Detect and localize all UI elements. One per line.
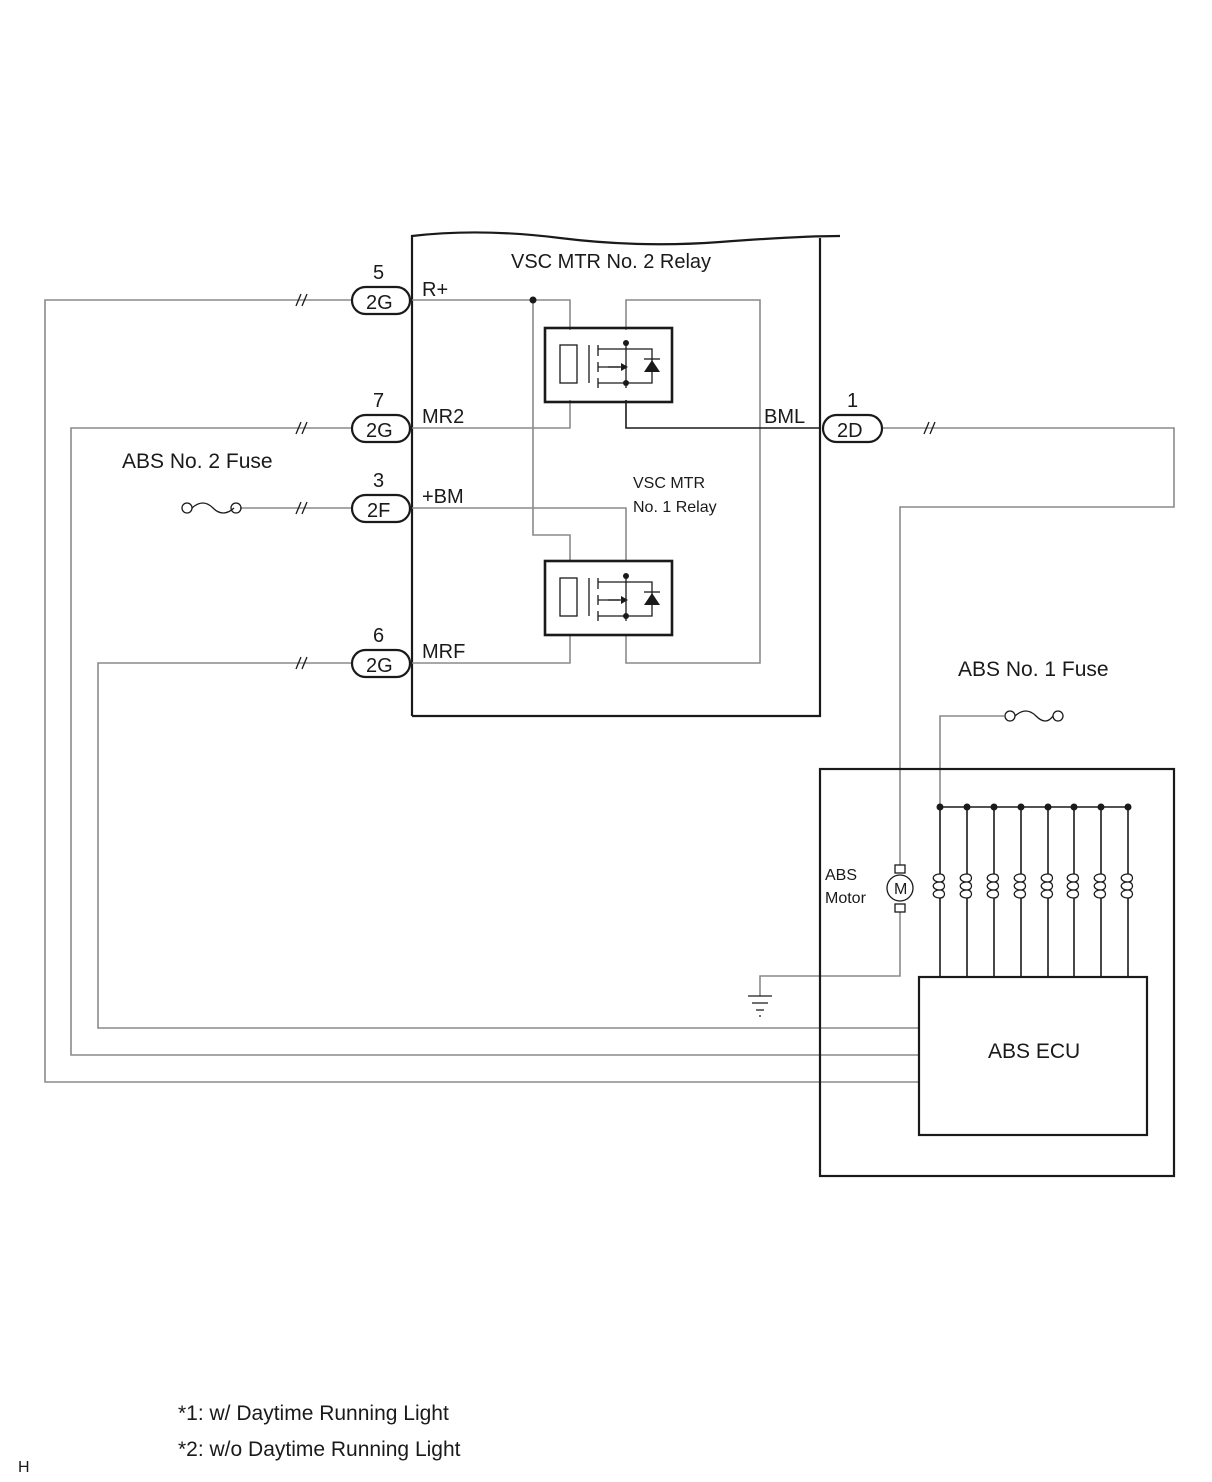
signal-name: MRF <box>422 641 465 663</box>
motor-symbol: M <box>894 881 907 898</box>
solenoid-coil-icon <box>1013 803 1027 977</box>
signal-name: MR2 <box>422 406 464 428</box>
pin-number: 7 <box>373 390 384 412</box>
connector-2f-pin3 <box>350 493 412 524</box>
connector-2g-pin6 <box>350 648 412 679</box>
fuse-no2-label: ABS No. 2 Fuse <box>122 450 273 473</box>
connector-code: 2D <box>837 420 863 442</box>
corner-mark: H <box>18 1459 30 1476</box>
connector-2g-pin7 <box>350 413 412 444</box>
solenoid-coil-icon <box>1120 803 1134 977</box>
signal-name: +BM <box>422 486 464 508</box>
connector-code: 2G <box>366 420 393 442</box>
abs-actuator-box <box>818 767 1176 1178</box>
relay-no1-label-line2: No. 1 Relay <box>633 499 717 516</box>
footnote-1: *1: w/ Daytime Running Light <box>178 1402 449 1425</box>
abs-motor-icon <box>886 864 914 913</box>
relay-no1-label-line1: VSC MTR <box>633 475 705 492</box>
motor-label-line2: Motor <box>825 890 867 907</box>
pin-number: 5 <box>373 262 384 284</box>
connector-code: 2G <box>366 655 393 677</box>
solenoid-coil-icon <box>1066 803 1080 977</box>
connector-code: 2F <box>367 500 390 522</box>
solenoid-coil-icon <box>932 803 946 977</box>
relay-no2-icon <box>543 326 674 404</box>
solenoid-coils <box>932 803 1134 977</box>
fuse-no1-icon <box>1004 710 1064 722</box>
solenoid-coil-icon <box>986 803 1000 977</box>
ecu-label: ABS ECU <box>988 1040 1080 1063</box>
relay-no2-label: VSC MTR No. 2 Relay <box>511 251 711 273</box>
connector-code: 2G <box>366 292 393 314</box>
fuse-no1-label: ABS No. 1 Fuse <box>958 658 1109 681</box>
solenoid-coil-icon <box>959 803 973 977</box>
footnote-2: *2: w/o Daytime Running Light <box>178 1438 461 1461</box>
motor-label-line1: ABS <box>825 867 857 884</box>
wire-break-marks <box>295 293 936 670</box>
connector-2g-pin5 <box>350 285 412 316</box>
pin-number: 3 <box>373 470 384 492</box>
pin-number: 6 <box>373 625 384 647</box>
solenoid-coil-icon <box>1093 803 1107 977</box>
abs-ecu-box <box>917 975 1149 1137</box>
signal-name: R+ <box>422 279 448 301</box>
solenoid-coil-icon <box>1040 803 1054 977</box>
relay-block <box>410 231 841 718</box>
signal-name: BML <box>764 406 805 428</box>
relay-no1-icon <box>543 559 674 637</box>
fuse-no2-icon <box>181 502 242 514</box>
pin-number: 1 <box>847 390 858 412</box>
connector-2d-pin1 <box>821 413 884 444</box>
harness-wires <box>44 299 1175 1083</box>
ground-icon <box>748 995 772 1017</box>
internal-wiring <box>412 296 820 664</box>
